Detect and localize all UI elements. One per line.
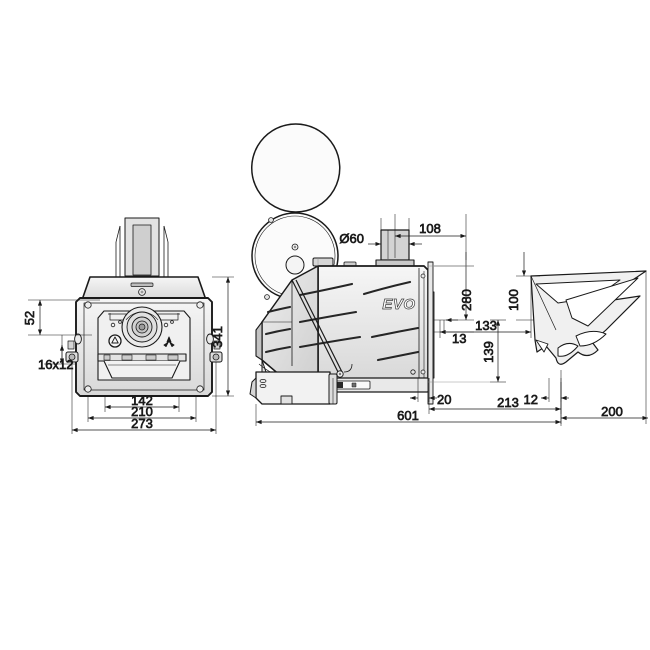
dim-100: 100 bbox=[506, 289, 521, 311]
dim-341: 341 bbox=[210, 326, 225, 348]
front-top-cover bbox=[81, 276, 207, 301]
evo-brand-label: EVO bbox=[382, 296, 415, 313]
dim-210: 210 bbox=[131, 404, 153, 419]
front-warning-decals bbox=[108, 334, 175, 348]
front-view-dimensions: 341 52 16x12 142 210 273 bbox=[22, 276, 234, 434]
side-hood-strut bbox=[291, 279, 353, 378]
dim-d60: Ø60 bbox=[339, 231, 364, 246]
dim-108: 108 bbox=[419, 221, 441, 236]
side-rear-plate bbox=[427, 261, 434, 405]
dim-139: 139 bbox=[481, 341, 496, 363]
dim-200: 200 bbox=[601, 404, 623, 419]
dim-16x12: 16x12 bbox=[38, 357, 73, 372]
side-hood-accent-lines bbox=[264, 280, 420, 362]
dim-133: 133 bbox=[475, 318, 497, 333]
side-roller-beam bbox=[328, 373, 430, 405]
flail-blade-detail bbox=[530, 270, 647, 365]
rotating-hazard-icon bbox=[163, 336, 175, 347]
dim-601: 601 bbox=[397, 408, 419, 423]
front-hitch-mast bbox=[115, 217, 169, 280]
front-rotor-hub bbox=[121, 306, 163, 348]
side-view-dimensions: Ø60 108 280 13 133 139 100 bbox=[255, 214, 648, 426]
dim-273: 273 bbox=[131, 416, 153, 431]
side-skid-shoe bbox=[249, 371, 331, 405]
dim-52: 52 bbox=[22, 311, 37, 325]
dim-280: 280 bbox=[459, 289, 474, 311]
side-main-body bbox=[317, 265, 435, 383]
side-view bbox=[249, 123, 435, 405]
dim-12: 12 bbox=[524, 392, 538, 407]
front-lower-deflector bbox=[97, 353, 187, 379]
front-side-brackets bbox=[65, 333, 223, 363]
dim-20: 20 bbox=[437, 392, 451, 407]
dim-142: 142 bbox=[131, 393, 153, 408]
front-fastener-holes bbox=[110, 320, 174, 328]
front-view bbox=[65, 217, 223, 397]
dim-13: 13 bbox=[452, 331, 466, 346]
dim-213: 213 bbox=[497, 395, 519, 410]
